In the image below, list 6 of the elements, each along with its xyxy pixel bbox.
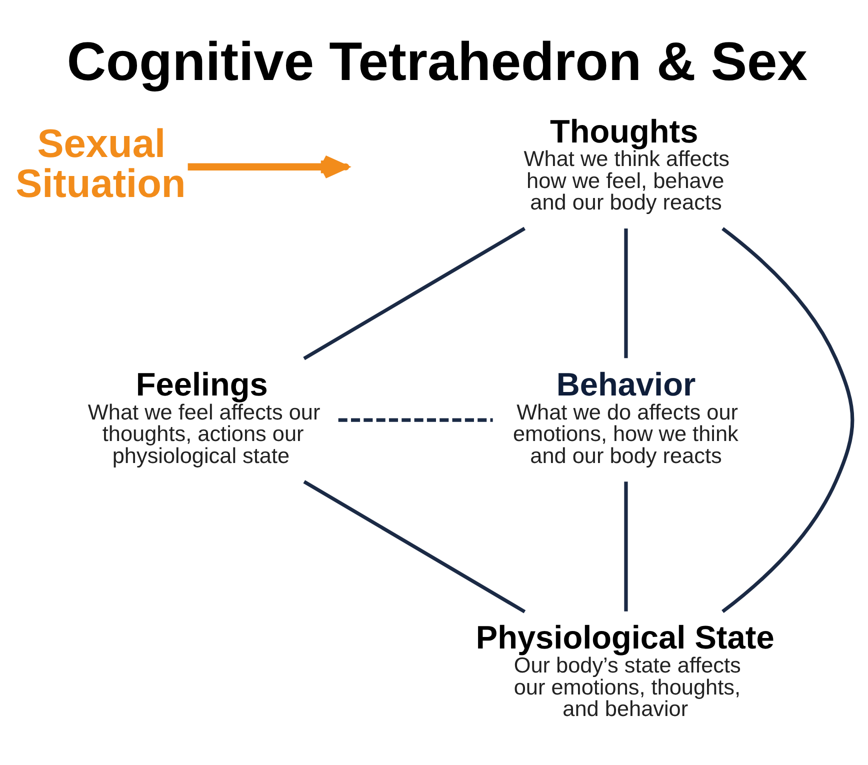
node-text: Sexual Situation (16, 122, 186, 206)
node-text: Behavior What we do affects our emotions, how we think and our body reacts (512, 366, 738, 468)
node-text: Physiological State Our body’s state affects our emotions, thoughts, and behavior (476, 619, 774, 720)
node-text: Thoughts What we think affects how we feel, behave and our body reacts (524, 112, 730, 214)
diagram-title: Cognitive Tetrahedron & Sex (66, 32, 808, 92)
node-text: Feelings What we feel affects our thoughts, actions our physiological state (88, 366, 320, 468)
